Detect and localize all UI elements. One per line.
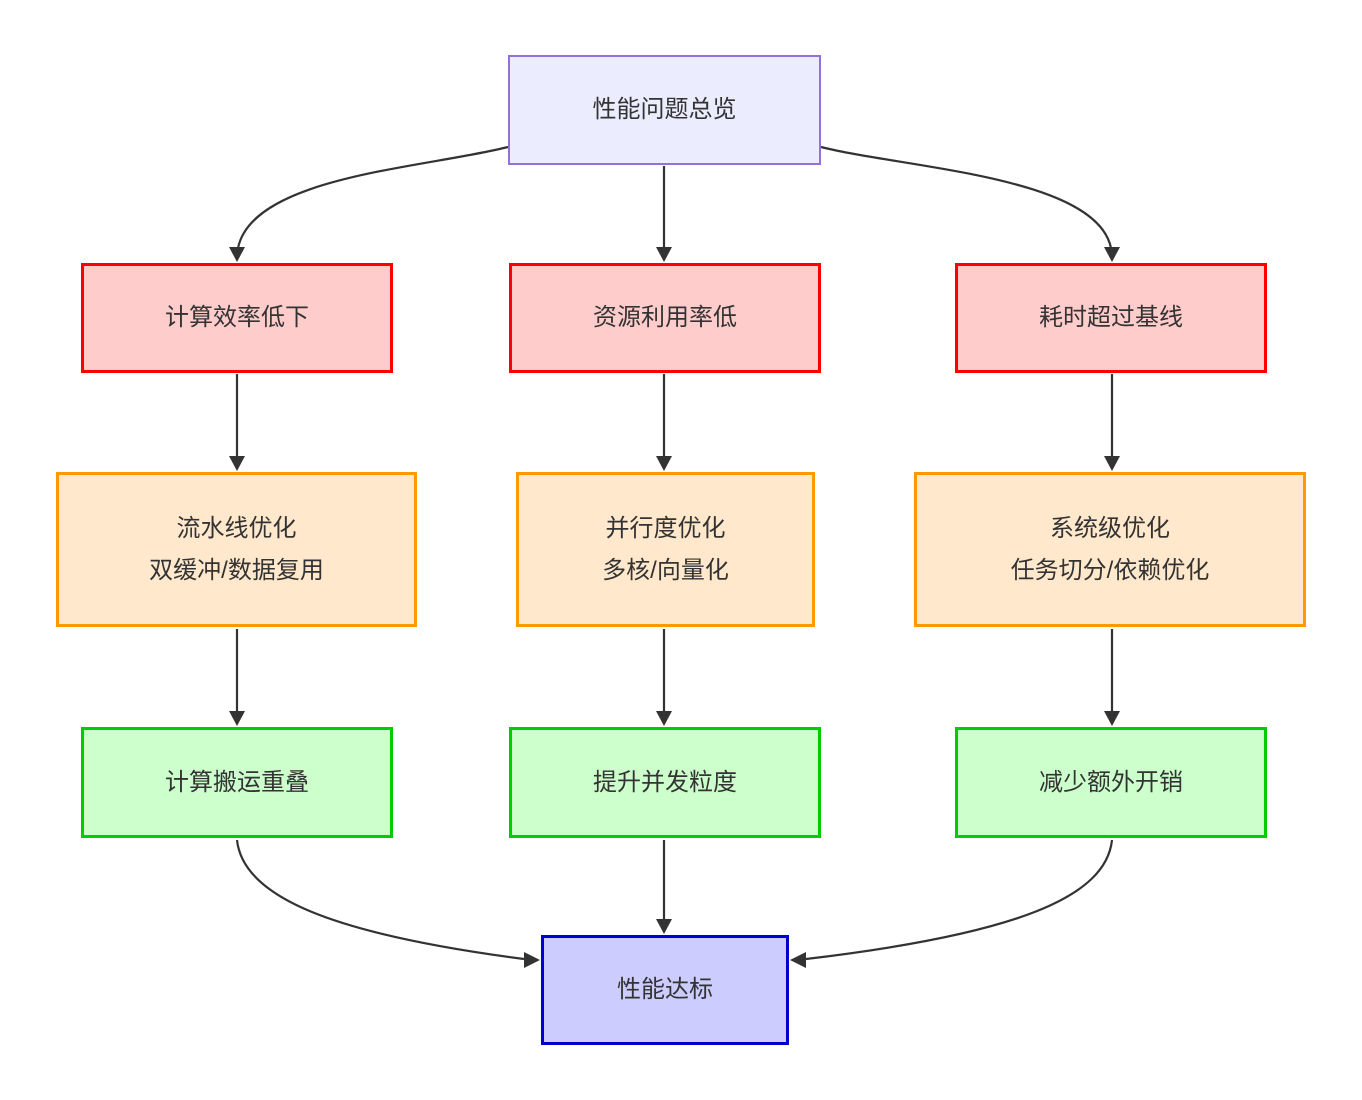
node-performance-overview: 性能问题总览 <box>508 55 821 165</box>
node-label-line2: 多核/向量化 <box>602 556 729 584</box>
node-label: 性能问题总览 <box>592 96 737 123</box>
arrowhead-p2-to-o2 <box>656 456 672 471</box>
arrowhead-root-to-p1 <box>229 247 245 262</box>
node-label-line2: 双缓冲/数据复用 <box>149 556 324 584</box>
node-opt-parallelism: 并行度优化 多核/向量化 <box>516 472 815 627</box>
arrowhead-root-to-p2 <box>656 247 672 262</box>
node-label-line1: 流水线优化 <box>176 514 297 542</box>
edge-root-to-p1 <box>236 145 509 249</box>
node-label: 提升并发粒度 <box>593 768 737 796</box>
arrowhead-root-to-p3 <box>1104 247 1120 262</box>
node-label-line2: 任务切分/依赖优化 <box>1010 556 1210 584</box>
node-label: 计算搬运重叠 <box>165 768 309 796</box>
node-result-concurrency-granularity: 提升并发粒度 <box>509 727 821 838</box>
arrowhead-g1-to-goal <box>524 952 540 968</box>
node-label: 耗时超过基线 <box>1039 304 1183 331</box>
edge-g1-to-goal <box>235 839 525 961</box>
node-label-line1: 系统级优化 <box>1050 514 1170 542</box>
node-label: 资源利用率低 <box>593 304 737 331</box>
arrowhead-p3-to-o3 <box>1104 456 1120 471</box>
arrowhead-o1-to-g1 <box>229 711 245 726</box>
edge-g3-to-goal <box>805 839 1114 961</box>
node-problem-resource-utilization: 资源利用率低 <box>509 263 821 373</box>
edge-root-to-p3 <box>820 145 1113 249</box>
node-result-compute-transfer-overlap: 计算搬运重叠 <box>81 727 393 838</box>
node-problem-compute-efficiency: 计算效率低下 <box>81 263 393 373</box>
node-label-line1: 并行度优化 <box>605 514 726 542</box>
node-opt-system-level: 系统级优化 任务切分/依赖优化 <box>914 472 1306 627</box>
node-label: 减少额外开销 <box>1039 768 1183 796</box>
arrowhead-p1-to-o1 <box>229 456 245 471</box>
node-result-reduce-overhead: 减少额外开销 <box>955 727 1267 838</box>
arrowhead-o2-to-g2 <box>656 711 672 726</box>
node-label: 计算效率低下 <box>165 304 309 331</box>
node-label: 性能达标 <box>617 976 713 1003</box>
node-opt-pipeline: 流水线优化 双缓冲/数据复用 <box>56 472 417 627</box>
arrowhead-g3-to-goal <box>790 952 806 968</box>
node-problem-time-over-baseline: 耗时超过基线 <box>955 263 1267 373</box>
arrowhead-o3-to-g3 <box>1104 711 1120 726</box>
arrowhead-g2-to-goal <box>656 919 672 934</box>
node-performance-goal: 性能达标 <box>541 935 789 1045</box>
